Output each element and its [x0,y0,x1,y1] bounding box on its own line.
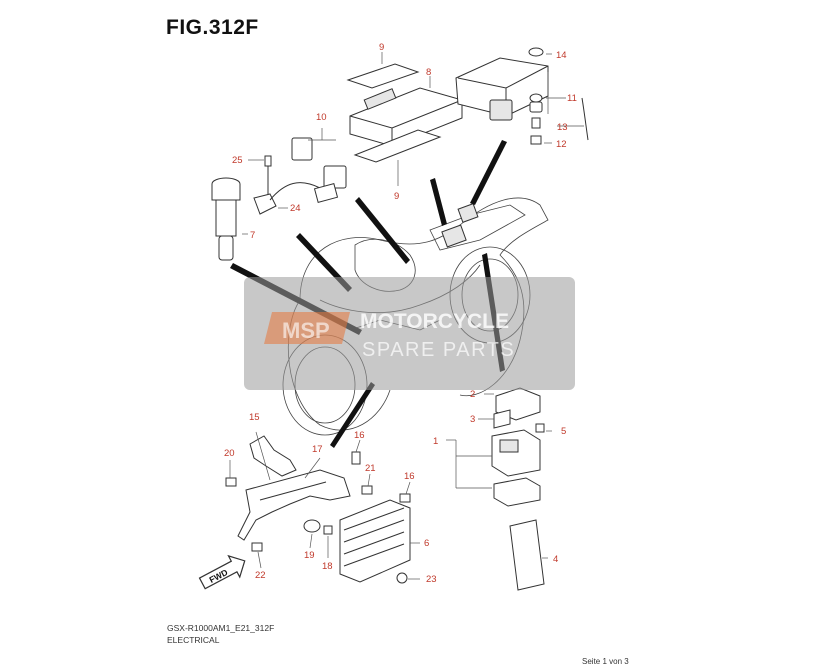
callout-17: 17 [312,444,323,455]
callout-6: 6 [424,538,429,549]
callout-2: 2 [470,389,475,400]
model-code: GSX-R1000AM1_E21_312F [167,623,275,633]
callout-16b: 16 [404,471,415,482]
section-label: ELECTRICAL [167,635,220,645]
watermark-line2: SPARE PARTS [362,339,515,361]
callout-15: 15 [249,412,260,423]
callout-11: 11 [567,93,577,104]
callout-14: 14 [556,50,567,61]
fuse-relay-box [455,47,589,145]
watermark-badge: MSP [282,318,330,343]
callout-9a: 9 [379,42,384,53]
callout-13: 13 [557,122,568,133]
callout-25: 25 [232,155,243,166]
callout-12: 12 [556,139,567,150]
callout-8: 8 [426,67,431,78]
callout-24: 24 [290,203,301,214]
relay-pair [291,128,347,189]
callout-18: 18 [322,561,333,572]
starter-relay [455,387,545,507]
callout-3: 3 [470,414,475,425]
callout-23: 23 [426,574,437,585]
callout-9b: 9 [394,191,399,202]
regulator-rectifier [339,499,411,584]
callout-7: 7 [250,230,255,241]
watermark-line1: MOTORCYCLE [360,310,509,333]
direction-indicator: FWD [198,554,246,590]
callout-19: 19 [304,550,315,561]
callout-1: 1 [433,436,438,447]
ignition-coil [211,177,241,261]
sensor-harness [253,155,339,215]
callout-21: 21 [365,463,376,474]
callout-5: 5 [561,426,566,437]
watermark: MSP MOTORCYCLE SPARE PARTS [244,277,575,390]
callout-4: 4 [553,554,558,565]
label-card [509,519,545,591]
page-indicator: Seite 1 von 3 [582,657,629,666]
callout-16a: 16 [354,430,365,441]
figure-title: FIG.312F [166,16,259,39]
callout-22: 22 [255,570,266,581]
callout-10: 10 [316,112,327,123]
callout-20: 20 [224,448,235,459]
mounting-bracket [225,431,411,552]
ecm-unit [346,63,463,163]
leader-lines [229,52,584,580]
callout-numbers: 1 2 3 4 5 6 7 8 9 9 10 11 12 13 14 15 16… [224,42,577,585]
